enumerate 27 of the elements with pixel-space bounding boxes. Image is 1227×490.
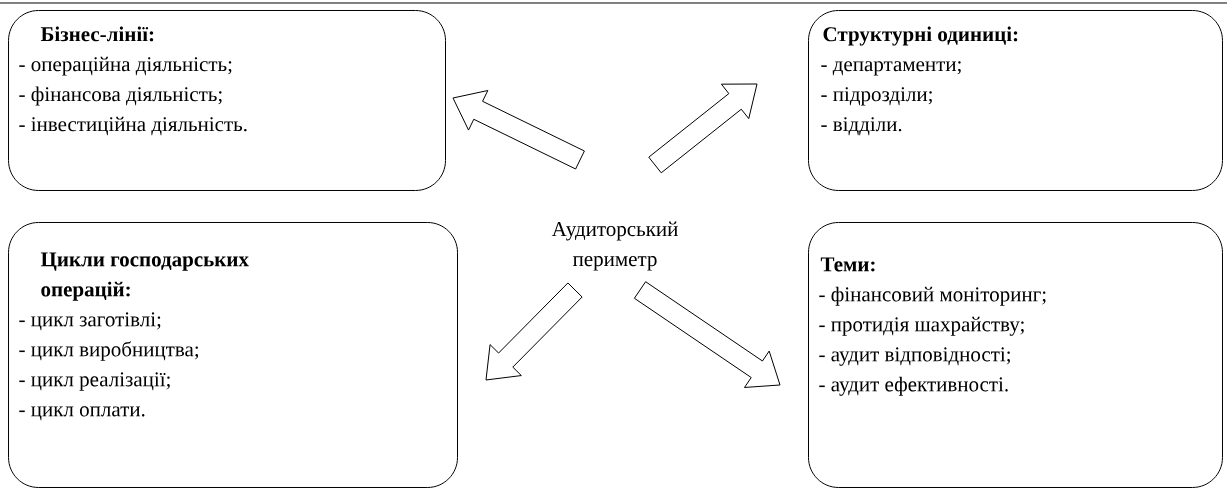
block-arrow	[452, 90, 585, 170]
list-item: - підрозділи;	[821, 87, 932, 106]
list-item: - цикл оплати.	[19, 406, 145, 421]
list-item: - відділи.	[821, 117, 902, 136]
list-item: - фінансова діяльність;	[19, 86, 222, 106]
list-item: - аудит ефективності.	[819, 376, 1008, 396]
block-arrow	[648, 83, 758, 174]
center-label: Аудиторський периметр	[551, 221, 678, 271]
list-item: - цикл виробництва;	[19, 341, 199, 361]
list-item: - операційна діяльність;	[19, 56, 232, 76]
list-item: - аудит відповідності;	[819, 347, 1010, 366]
list-item: - фінансовий моніторинг;	[819, 286, 1046, 306]
list-item: - протидія шахрайству;	[819, 316, 1024, 336]
rounded-box	[8, 10, 446, 191]
rounded-box	[808, 222, 1223, 488]
list-item: - цикл заготівлі;	[19, 312, 161, 331]
box-heading: Теми:	[820, 257, 875, 272]
list-item: - департаменти;	[821, 61, 961, 76]
rounded-box	[8, 222, 458, 488]
box-heading: Структурні одиниці:	[823, 26, 1018, 46]
block-arrow	[633, 281, 781, 388]
block-arrow	[485, 282, 583, 381]
box-heading: Цикли господарських операцій:	[40, 252, 249, 301]
list-item: - цикл реалізації;	[19, 372, 170, 391]
box-heading: Бізнес-лінії:	[40, 26, 154, 42]
list-item: - інвестиційна діяльність.	[19, 116, 247, 136]
rounded-box	[808, 10, 1223, 191]
